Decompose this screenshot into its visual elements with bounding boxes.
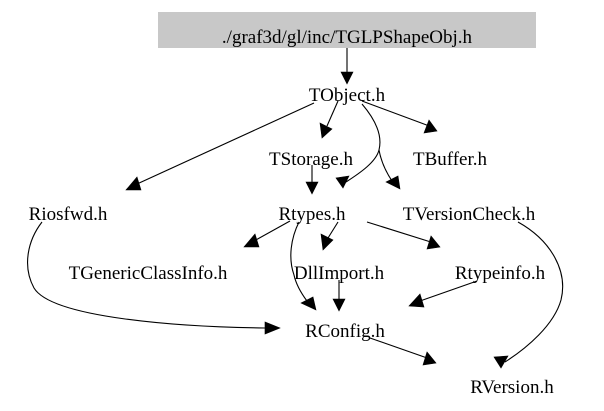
edge-tobject-to-tbuffer: [361, 100, 438, 134]
edge-tobject-to-rtypes: [335, 103, 381, 189]
edge-rtypes-to-tgenericclassinfo: [243, 220, 291, 248]
edge-tversioncheck-to-rversion: [493, 221, 564, 369]
node-rversion-label[interactable]: RVersion.h: [470, 377, 554, 398]
node-tobject-label[interactable]: TObject.h: [309, 85, 386, 106]
node-layer: ./graf3d/gl/inc/TGLPShapeObj.h TObject.h…: [29, 12, 554, 398]
node-rtypeinfo-label[interactable]: Rtypeinfo.h: [455, 263, 546, 284]
edge-rtypes-to-rtypeinfo: [366, 221, 441, 250]
node-tversioncheck-label[interactable]: TVersionCheck.h: [403, 204, 536, 225]
edge-tobject-to-tstorage: [319, 100, 339, 139]
edge-root-to-tobject: [340, 48, 354, 85]
edge-dllimport-to-rconfig: [332, 280, 346, 312]
node-dllimport-label[interactable]: DllImport.h: [294, 263, 385, 284]
node-rtypes-label[interactable]: Rtypes.h: [278, 204, 346, 225]
edge-rtypes-to-dllimport: [320, 221, 339, 251]
edge-rtypes-to-rconfig: [290, 221, 317, 311]
edge-tstorage-to-rtypes: [305, 165, 319, 195]
node-root-box: [158, 12, 536, 48]
edge-rconfig-to-rversion: [369, 337, 437, 366]
node-rconfig-label[interactable]: RConfig.h: [305, 321, 385, 342]
edge-riosfwd-to-rconfig: [27, 221, 281, 335]
node-tgenericclassinfo-label[interactable]: TGenericClassInfo.h: [69, 263, 228, 284]
edge-tobject-to-riosfwd: [125, 102, 315, 191]
node-tstorage-label[interactable]: TStorage.h: [269, 149, 353, 170]
edge-tobject-to-tversioncheck: [378, 149, 401, 190]
node-tbuffer-label[interactable]: TBuffer.h: [413, 149, 488, 170]
node-root-label[interactable]: ./graf3d/gl/inc/TGLPShapeObj.h: [222, 27, 473, 48]
edge-layer: [27, 48, 564, 369]
edge-rtypeinfo-to-rconfig: [408, 280, 478, 308]
node-riosfwd-label[interactable]: Riosfwd.h: [29, 204, 108, 225]
